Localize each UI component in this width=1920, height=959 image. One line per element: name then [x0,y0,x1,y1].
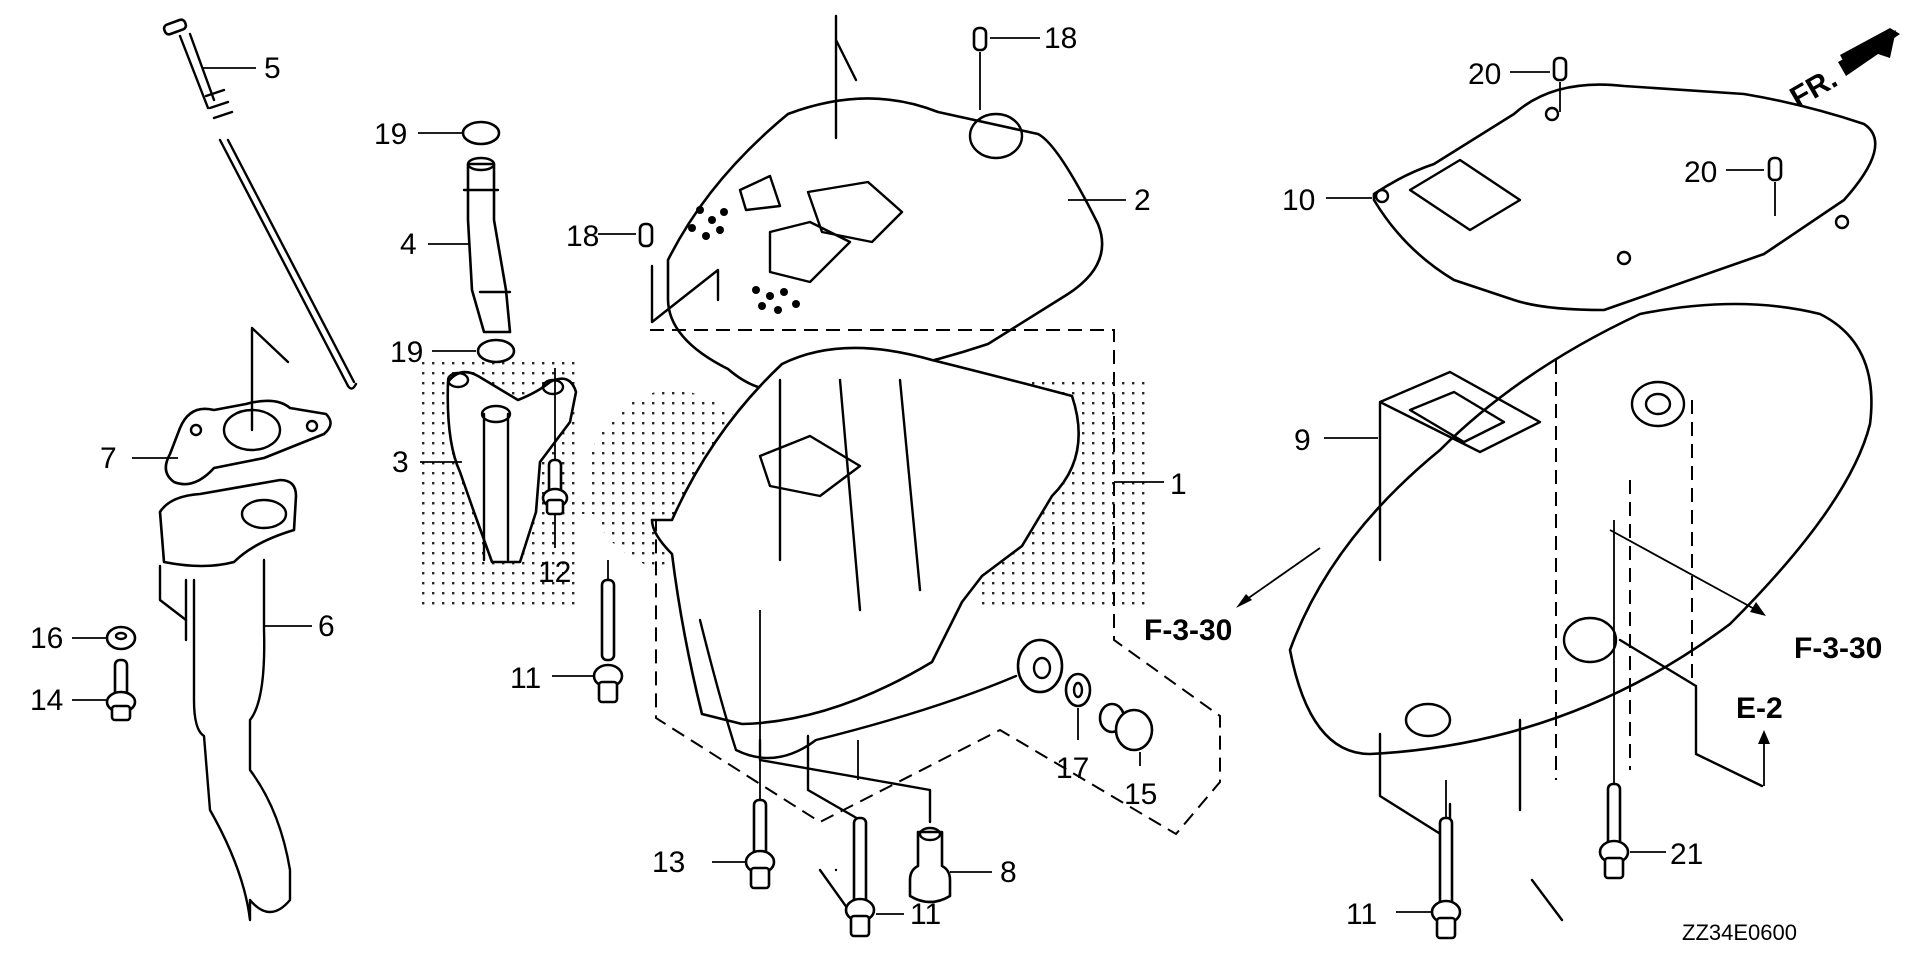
part-12-bolt: 12 [538,368,571,589]
part-20-dowel-lower: 20 [1684,156,1783,216]
callout-20-lower: 20 [1684,156,1717,189]
part-6-strainer: 6 [158,478,335,922]
callout-12: 12 [538,556,571,589]
callout-19-upper: 19 [374,118,407,151]
callout-17: 17 [1056,752,1089,785]
part-11-bolt-left: 11 [510,560,624,704]
part-17-washer: 17 [1056,672,1092,785]
callout-5: 5 [264,52,281,85]
part-9-extension-case: 9 [1288,302,1873,922]
reference-label-bottom: E-2 [1736,692,1783,725]
diagram-code: ZZ34E0600 [1682,920,1797,945]
part-21-bolt: 21 [1598,520,1703,880]
callout-3: 3 [392,446,409,479]
part-11-bolt-right: 11 [1346,780,1462,940]
callout-14: 14 [30,684,63,717]
callout-8: 8 [1000,856,1017,889]
part-16-washer: 16 [30,622,137,655]
reference-left: F-3-30 [1144,547,1321,647]
callout-18-lower: 18 [566,220,599,253]
reference-label-left: F-3-30 [1144,614,1232,647]
part-3-case: 3 [392,370,578,564]
callout-16: 16 [30,622,63,655]
reference-bottom: E-2 [1736,692,1783,786]
callout-11-center: 11 [910,898,941,931]
callout-15: 15 [1124,778,1157,811]
part-15-drain-bolt: 15 [1098,702,1157,811]
part-14-bolt: 14 [30,658,137,722]
part-10-gasket: 10 [1282,83,1877,312]
part-7-gasket: 7 [100,326,332,486]
callout-4: 4 [400,228,417,261]
callout-21: 21 [1670,838,1703,871]
callout-10: 10 [1282,184,1315,217]
part-4-pipe: 4 [400,156,512,334]
part-1-oil-pan: 1 [650,329,1221,836]
part-2-gasket: 2 [650,14,1151,392]
callout-19-lower: 19 [390,336,423,369]
callout-7: 7 [100,442,117,475]
part-5-dipstick: 5 [162,18,358,390]
part-11-bolt-center: 11 [806,734,941,938]
callout-11-left: 11 [510,662,541,695]
part-19-oring-upper: 19 [374,118,501,151]
part-8-grommet: 8 [758,738,1017,904]
callout-13: 13 [652,846,685,879]
part-19-oring-lower: 19 [390,336,516,369]
callout-1: 1 [1170,468,1187,501]
part-18-dowel-upper: 18 [972,22,1077,110]
part-18-dowel-lower: 18 [566,220,654,253]
part-13-bolt: 13 [652,610,776,890]
reference-right: F-3-30 [1609,529,1882,665]
callout-11-right: 11 [1346,898,1377,931]
callout-20-upper: 20 [1468,58,1501,91]
part-20-dowel-upper: 20 [1468,56,1568,112]
front-direction-marker: FR. [1785,28,1900,115]
callout-2: 2 [1134,184,1151,217]
callout-9: 9 [1294,424,1311,457]
callout-18-upper: 18 [1044,22,1077,55]
reference-label-right: F-3-30 [1794,632,1882,665]
callout-6: 6 [318,610,335,643]
